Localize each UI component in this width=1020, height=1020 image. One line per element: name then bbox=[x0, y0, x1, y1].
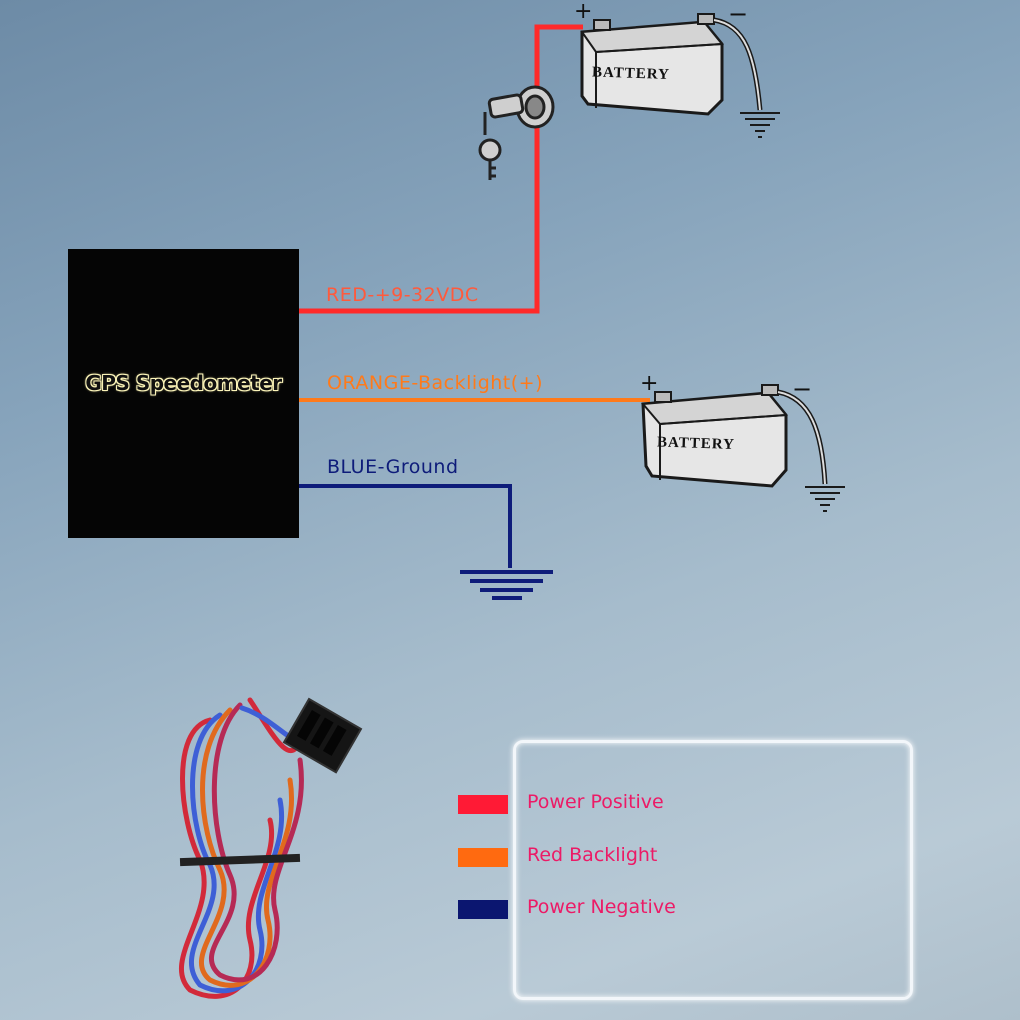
battery-1-label: BATTERY bbox=[592, 64, 670, 83]
unit-title: GPS Speedometer bbox=[85, 371, 282, 395]
legend-item-power-positive: Power Positive bbox=[458, 791, 758, 815]
legend-item-red-backlight: Red Backlight bbox=[458, 844, 758, 868]
legend-label-power-positive: Power Positive bbox=[527, 791, 664, 813]
blue-wire-label: BLUE-Ground bbox=[327, 456, 459, 478]
legend-label-red-backlight: Red Backlight bbox=[527, 844, 658, 866]
blue-wire bbox=[299, 484, 512, 568]
legend-swatch-power-positive bbox=[458, 795, 508, 814]
red-wire bbox=[299, 24, 583, 314]
red-wire-label: RED-+9-32VDC bbox=[326, 284, 479, 306]
battery-2-plus: + bbox=[640, 371, 658, 396]
legend-item-power-negative: Power Negative bbox=[458, 896, 758, 920]
connector-plug bbox=[282, 697, 363, 774]
battery-2-label: BATTERY bbox=[657, 434, 735, 453]
legend-frame bbox=[513, 740, 913, 1000]
orange-wire-label: ORANGE-Backlight(+) bbox=[327, 372, 543, 394]
legend-label-power-negative: Power Negative bbox=[527, 896, 676, 918]
gps-speedometer-unit: GPS Speedometer bbox=[68, 249, 299, 538]
battery-1-minus: − bbox=[728, 0, 748, 28]
battery-2-minus: − bbox=[792, 375, 812, 403]
ignition-key-icon bbox=[478, 85, 555, 180]
battery-1: BATTERY + − bbox=[574, 0, 780, 138]
legend-swatch-red-backlight bbox=[458, 848, 508, 867]
wire-harness-image bbox=[178, 697, 363, 999]
legend-swatch-power-negative bbox=[458, 900, 508, 919]
ground-symbol bbox=[460, 570, 553, 600]
battery-2: BATTERY + − bbox=[640, 371, 845, 512]
battery-1-plus: + bbox=[574, 0, 592, 24]
